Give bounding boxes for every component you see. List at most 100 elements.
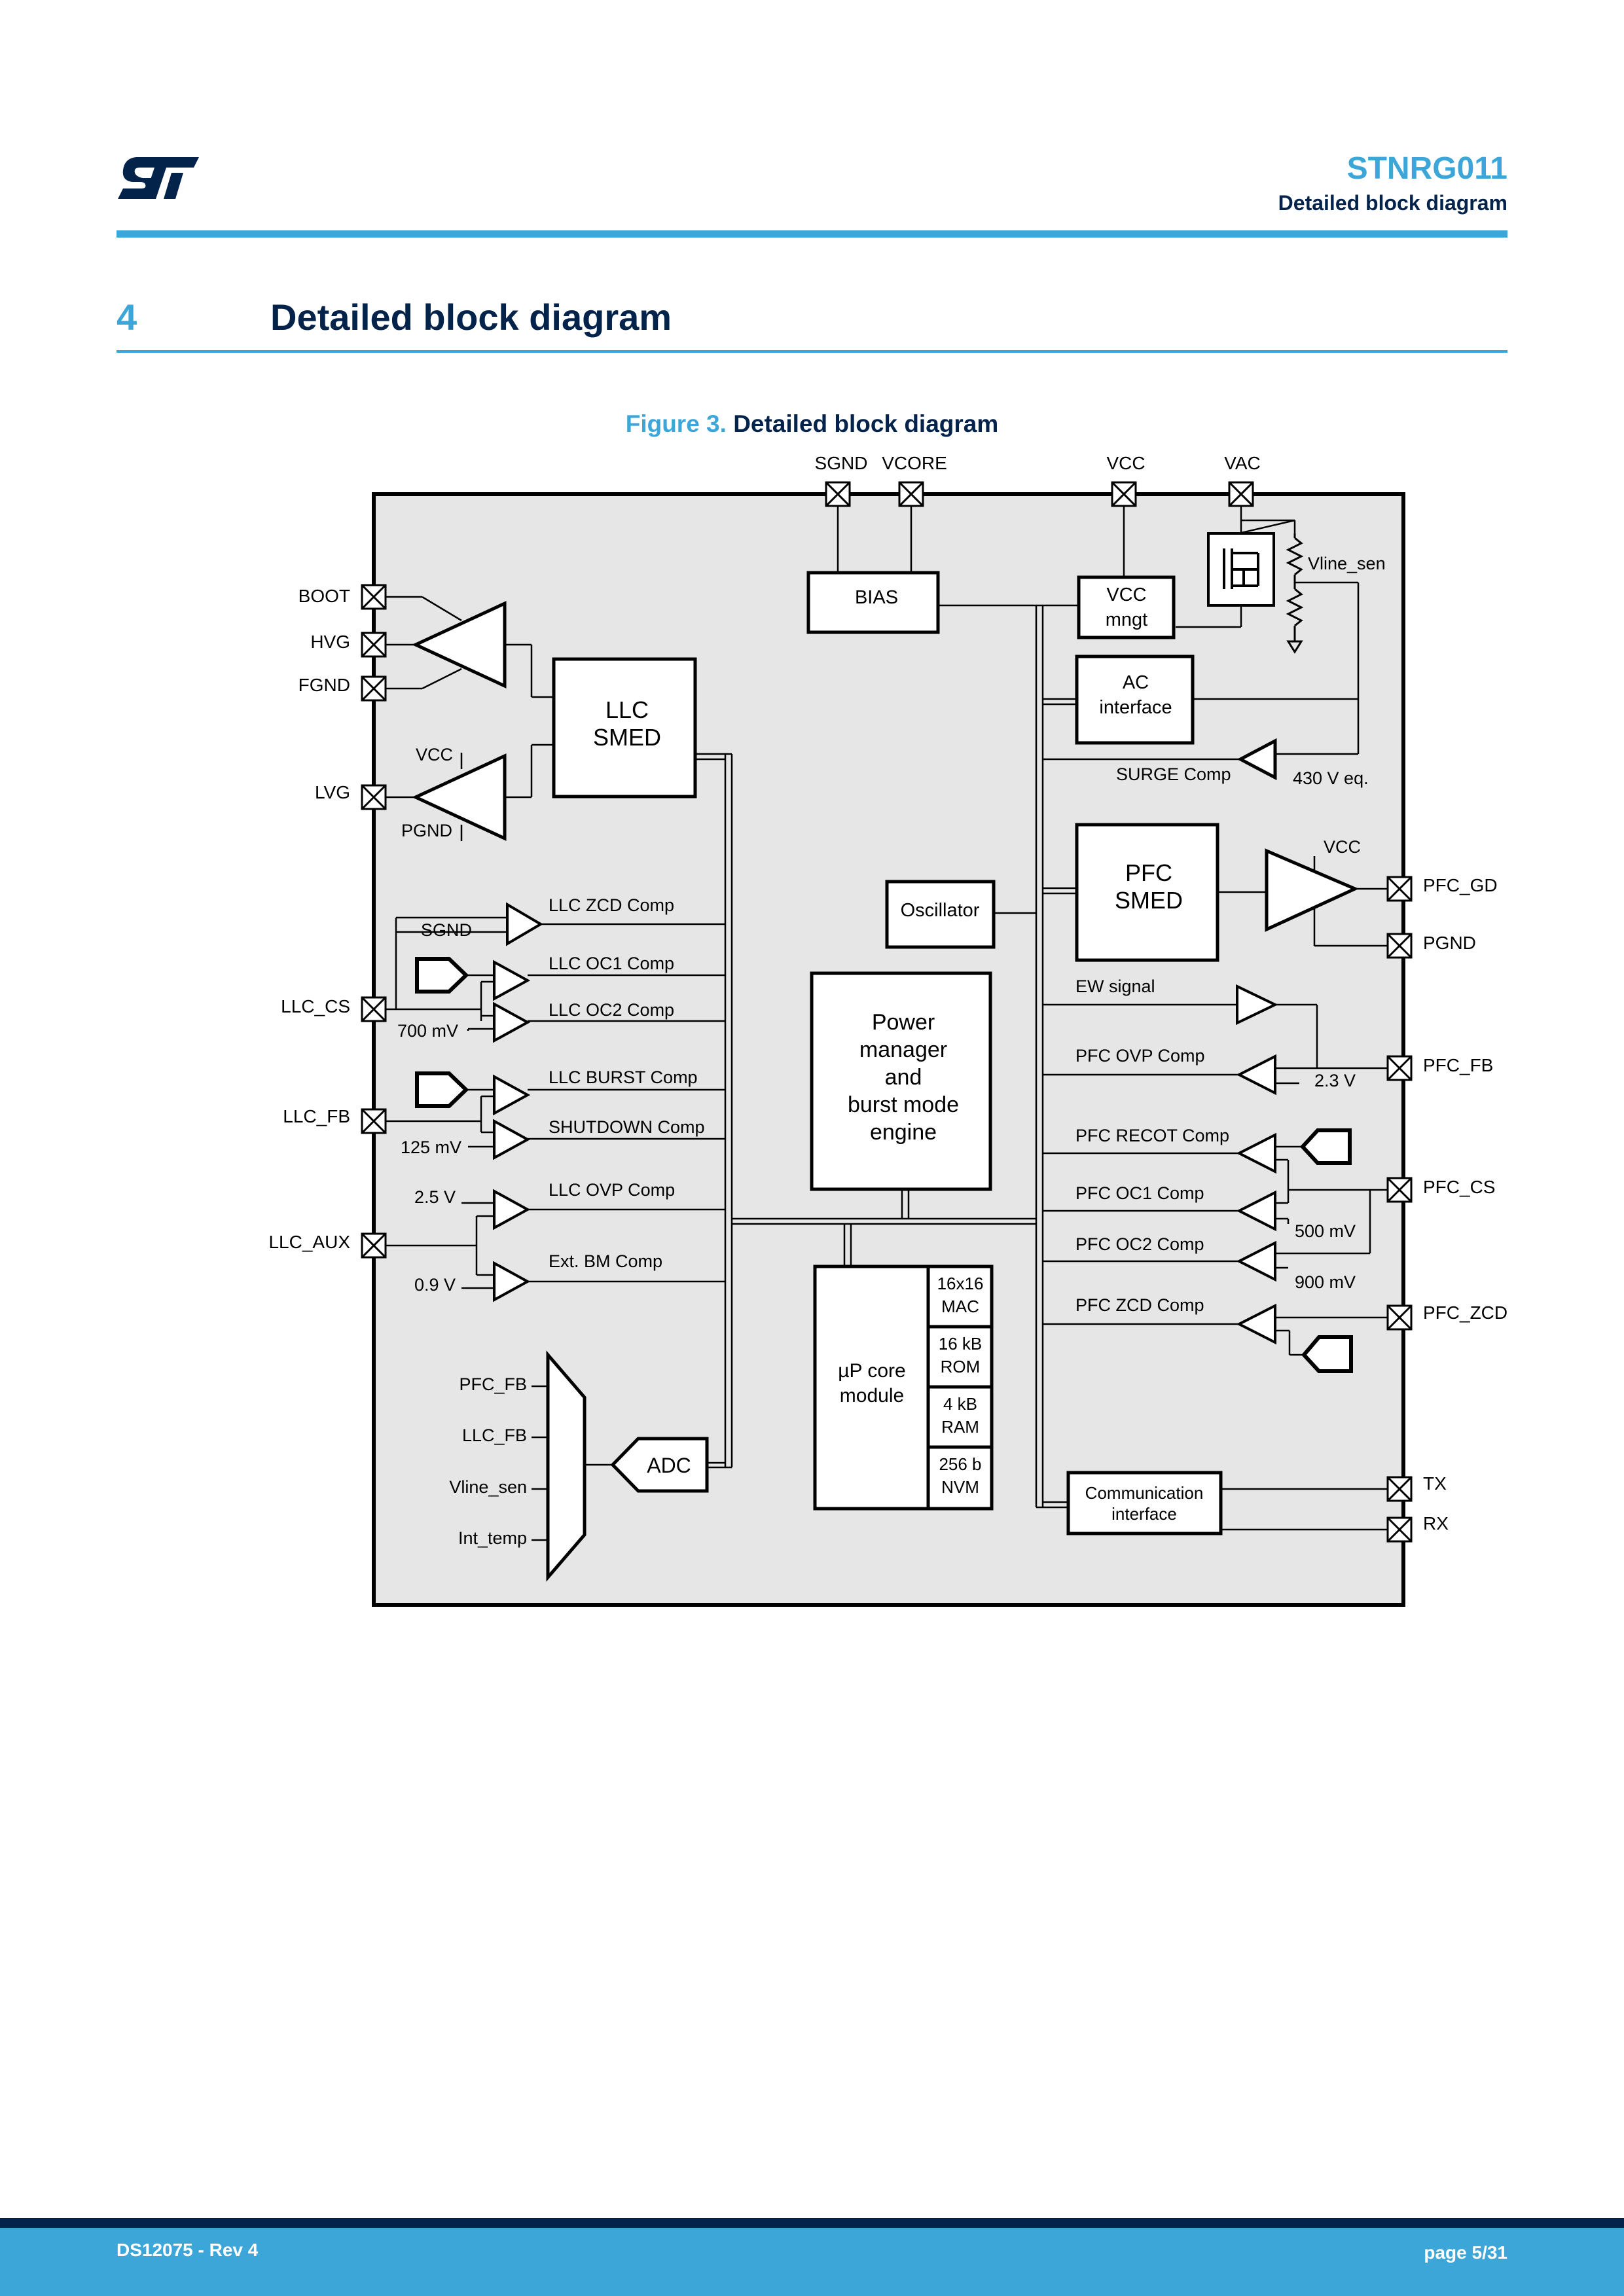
mv125-label: 125 mV: [401, 1138, 461, 1157]
mux-int-temp-label: Int_temp: [458, 1528, 527, 1548]
ac-interface-line2: interface: [1099, 697, 1172, 718]
sgnd-in-label: SGND: [421, 920, 472, 940]
lvg-driver: [412, 753, 507, 841]
footer-dark-stripe: [0, 2218, 1624, 2228]
surge-comparator: [1236, 738, 1277, 781]
pfc-oc1-comparator: [1236, 1190, 1276, 1232]
llc-oc1-reference: [415, 957, 469, 994]
resistor-divider: [1286, 533, 1304, 654]
pin-vac: VAC: [1224, 453, 1261, 473]
pin-lvg: LVG: [315, 782, 350, 802]
document-subtitle: Detailed block diagram: [1278, 191, 1507, 215]
pfc-smed-line2: SMED: [1115, 887, 1183, 914]
llc-oc1-comparator: [493, 960, 531, 1001]
section-rule: [117, 350, 1507, 353]
v0-9-label: 0.9 V: [414, 1275, 456, 1295]
st-logo: [118, 157, 199, 199]
ew-signal-label: EW signal: [1075, 977, 1155, 996]
bias-block: [806, 571, 940, 634]
ram-line2: RAM: [941, 1417, 979, 1437]
pfc-smed-line1: PFC: [1125, 859, 1172, 886]
comm-line1: Communication: [1085, 1483, 1204, 1503]
adc-block: [610, 1437, 709, 1493]
mux-vline-sen-label: Vline_sen: [449, 1477, 527, 1497]
v2-3-label: 2.3 V: [1314, 1071, 1356, 1090]
v2-5-label: 2.5 V: [414, 1187, 456, 1207]
pin-tx: TX: [1423, 1473, 1447, 1494]
ram-block: [926, 1385, 994, 1449]
nvm-block: [926, 1445, 994, 1511]
comm-line2: interface: [1111, 1504, 1177, 1524]
llc-oc2-comparator: [493, 1001, 531, 1043]
comm-interface-block: [1066, 1471, 1223, 1535]
ram-line1: 4 kB: [943, 1394, 977, 1414]
pin-pfc-zcd: PFC_ZCD: [1423, 1302, 1507, 1323]
section-number: 4: [117, 296, 137, 338]
power-manager-line1: Power: [872, 1010, 935, 1035]
pfc-ovp-comp-label: PFC OVP Comp: [1075, 1046, 1205, 1066]
vcc-mngt-line1: VCC: [1106, 584, 1146, 605]
power-manager-line4: burst mode: [848, 1092, 959, 1117]
pfc-zcd-comp-label: PFC ZCD Comp: [1075, 1295, 1204, 1315]
mv700-label: 700 mV: [397, 1021, 458, 1041]
pfc-oc1-comp-label: PFC OC1 Comp: [1075, 1183, 1204, 1203]
pin-vcc: VCC: [1106, 453, 1145, 473]
llc-ovp-comp-label: LLC OVP Comp: [549, 1180, 675, 1200]
mosfet-symbol: [1207, 532, 1275, 607]
mux-block: [546, 1350, 586, 1582]
nvm-line1: 256 b: [939, 1454, 981, 1474]
power-manager-line3: and: [885, 1065, 922, 1090]
llc-smed-line2: SMED: [593, 724, 661, 751]
adc-label: ADC: [647, 1454, 691, 1477]
shutdown-comp-label: SHUTDOWN Comp: [549, 1117, 705, 1137]
llc-burst-reference: [415, 1071, 469, 1108]
mux-pfc-fb-label: PFC_FB: [459, 1374, 527, 1394]
pin-pfc-gd: PFC_GD: [1423, 875, 1498, 895]
mv900-label: 900 mV: [1295, 1272, 1356, 1292]
ext-bm-comparator: [493, 1261, 531, 1302]
oscillator-label: Oscillator: [901, 900, 980, 921]
llc-ovp-comparator: [493, 1189, 531, 1230]
llc-smed-line1: LLC: [605, 696, 649, 723]
vcc-mngt-line2: mngt: [1106, 609, 1147, 630]
llc-burst-comparator: [493, 1074, 531, 1116]
pfc-recot-comp-label: PFC RECOT Comp: [1075, 1126, 1229, 1145]
pfc-smed-block: [1075, 823, 1219, 962]
pin-rx: RX: [1423, 1513, 1449, 1534]
pin-llc-cs: LLC_CS: [281, 996, 350, 1016]
ac-interface-line1: AC: [1123, 672, 1149, 693]
llc-oc1-comp-label: LLC OC1 Comp: [549, 954, 674, 973]
pfc-zcd-comparator: [1236, 1303, 1276, 1345]
wiring: [374, 506, 1388, 1541]
v430-label: 430 V eq.: [1293, 768, 1369, 788]
header-rule: [117, 230, 1507, 238]
figure-title: Detailed block diagram: [733, 410, 999, 437]
bias-label: BIAS: [855, 587, 898, 608]
pfc-oc2-comparator: [1236, 1240, 1276, 1282]
pgnd-llc-label: PGND: [401, 821, 452, 840]
footer-page: page 5/31: [1424, 2242, 1507, 2263]
ac-interface-block: [1075, 655, 1195, 745]
vline-sen-label: Vline_sen: [1308, 554, 1386, 573]
section-title: Detailed block diagram: [270, 296, 672, 338]
llc-smed-block: [552, 657, 697, 798]
ew-comparator: [1236, 984, 1278, 1026]
pin-sgnd: SGND: [815, 453, 868, 473]
pin-fgnd: FGND: [298, 675, 350, 695]
pfc-recot-reference: [1299, 1128, 1352, 1165]
rom-line2: ROM: [941, 1357, 981, 1376]
pin-hvg: HVG: [310, 632, 350, 652]
ext-bm-comp-label: Ext. BM Comp: [549, 1251, 662, 1271]
llc-burst-comp-label: LLC BURST Comp: [549, 1067, 698, 1087]
pin-llc-fb: LLC_FB: [283, 1106, 350, 1126]
pfc-gd-driver: [1265, 848, 1360, 932]
vcc-mngt-block: [1077, 575, 1176, 639]
document-title: STNRG011: [1346, 151, 1507, 186]
pin-vcore: VCORE: [882, 453, 947, 473]
up-core-line1: µP core: [838, 1360, 905, 1382]
rom-block: [926, 1325, 994, 1389]
power-manager-block: [810, 971, 992, 1191]
pfc-oc2-comp-label: PFC OC2 Comp: [1075, 1234, 1204, 1254]
power-manager-line5: engine: [870, 1120, 937, 1145]
